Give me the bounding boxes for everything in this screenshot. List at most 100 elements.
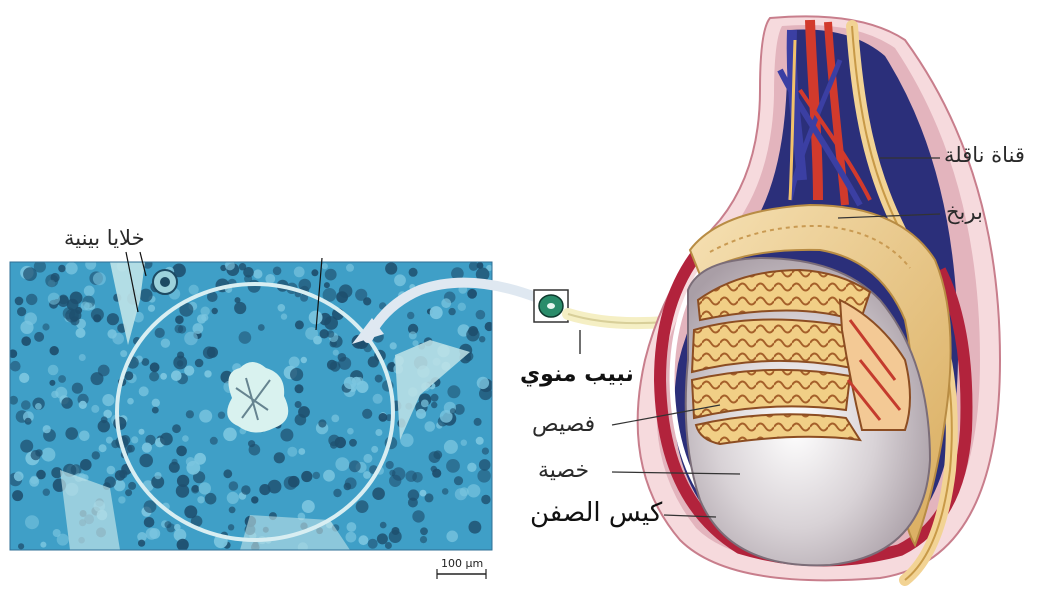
micrograph-cell-nucleus [324, 282, 330, 288]
micrograph-cell-nucleus [48, 365, 59, 376]
micrograph-cell-nucleus [199, 410, 212, 423]
micrograph-cell-nucleus [184, 332, 198, 346]
micrograph-cell-nucleus [346, 264, 354, 272]
micrograph-cell-nucleus [17, 307, 26, 316]
micrograph-cell-nucleus [58, 265, 65, 272]
micrograph-cell-nucleus [172, 424, 181, 433]
micrograph-cell-nucleus [115, 470, 126, 481]
micrograph-cell-nucleus [223, 469, 232, 478]
micrograph-cell-nucleus [76, 328, 86, 338]
micrograph-cell-nucleus [204, 370, 211, 377]
micrograph-cell-nucleus [199, 482, 211, 494]
micrograph-cell-nucleus [193, 323, 204, 334]
micrograph-cell-nucleus [59, 295, 69, 305]
micrograph-cell-nucleus [201, 314, 208, 321]
micrograph-cell-nucleus [322, 263, 328, 269]
micrograph-cell-nucleus [61, 397, 72, 408]
micrograph-cell-nucleus [249, 444, 261, 456]
label-epididymis: بربخ [946, 202, 983, 223]
micrograph-cell-nucleus [48, 293, 60, 305]
micrograph-cell-nucleus [386, 461, 394, 469]
micrograph-cell-nucleus [295, 384, 304, 393]
micrograph-cell-nucleus [139, 429, 145, 435]
micrograph-cell-nucleus [175, 315, 184, 324]
micrograph-cell-nucleus [111, 440, 119, 448]
micrograph-cell-nucleus [138, 540, 145, 547]
micrograph-cell-nucleus [26, 294, 37, 305]
micrograph-cell-nucleus [430, 306, 443, 319]
micrograph-cell-nucleus [207, 347, 218, 358]
micrograph-cell-nucleus [372, 487, 385, 500]
micrograph-cell-nucleus [442, 488, 449, 495]
micrograph-cell-nucleus [355, 289, 367, 301]
micrograph-cell-nucleus [349, 439, 357, 447]
micrograph-cell-nucleus [218, 412, 225, 419]
micrograph-cell-nucleus [339, 284, 353, 298]
micrograph-cell-nucleus [149, 372, 159, 382]
micrograph-cell-nucleus [212, 308, 218, 314]
micrograph-cell-nucleus [21, 400, 31, 410]
micrograph-cell-nucleus [444, 440, 458, 454]
micrograph-cell-nucleus [313, 472, 320, 479]
micrograph-cell-nucleus [258, 324, 265, 331]
micrograph-cell-nucleus [385, 262, 397, 274]
micrograph-cell-nucleus [380, 522, 387, 529]
micrograph-cell-nucleus [99, 444, 107, 452]
micrograph-cell-nucleus [189, 285, 199, 295]
micrograph-cell-nucleus [45, 274, 58, 287]
micrograph-cell-nucleus [466, 328, 479, 341]
micrograph-cell-nucleus [30, 476, 38, 484]
micrograph-cell-nucleus [72, 383, 83, 394]
micrograph-cell-nucleus [80, 459, 92, 471]
micrograph-cell-nucleus [139, 386, 149, 396]
micrograph-cell-nucleus [127, 398, 134, 405]
micrograph-cell-nucleus [377, 533, 388, 544]
micrograph-cell-nucleus [325, 269, 337, 281]
micrograph-cell-nucleus [446, 459, 460, 473]
label-lobule: فصيص [532, 414, 595, 436]
micrograph-cell-nucleus [128, 482, 136, 490]
label-scrotum: كيس الصفن [530, 500, 662, 526]
micrograph-cell-nucleus [327, 330, 335, 338]
micrograph-cell-nucleus [323, 470, 335, 482]
micrograph-cell-nucleus [259, 484, 270, 495]
micrograph-cell-nucleus [330, 361, 341, 372]
micrograph-cell-nucleus [98, 365, 110, 377]
micrograph-cell-nucleus [375, 375, 383, 383]
micrograph-cell-nucleus [469, 521, 482, 534]
micrograph-cell-nucleus [280, 429, 293, 442]
micrograph-cell-nucleus [144, 517, 155, 528]
micrograph-cell-nucleus [301, 471, 312, 482]
micrograph-cell-nucleus [191, 485, 199, 493]
micrograph-cell-nucleus [184, 366, 194, 376]
micrograph-cell-nucleus [25, 418, 32, 425]
micrograph-cell-nucleus [479, 459, 491, 471]
micrograph-cell-nucleus [12, 490, 23, 501]
micrograph-cell-nucleus [346, 532, 357, 543]
micrograph-cell-nucleus [474, 418, 482, 426]
micrograph-cell-nucleus [295, 320, 304, 329]
micrograph-cell-nucleus [294, 267, 305, 278]
micrograph-cell-nucleus [91, 405, 99, 413]
micrograph-cell-nucleus [31, 450, 41, 460]
micrograph-cell-nucleus [476, 310, 486, 320]
micrograph-cell-nucleus [241, 485, 250, 494]
testis-illustration [638, 16, 1000, 580]
micrograph-cell-nucleus [482, 448, 489, 455]
micrograph-cell-nucleus [197, 496, 204, 503]
micrograph-cell-nucleus [363, 454, 372, 463]
micrograph-cell-nucleus [176, 484, 189, 497]
micrograph-cell-nucleus [125, 489, 132, 496]
micrograph-cell-nucleus [35, 403, 42, 410]
micrograph-cell-nucleus [375, 429, 382, 436]
micrograph-cell-nucleus [295, 401, 302, 408]
micrograph-cell-nucleus [454, 476, 463, 485]
micrograph-cell-nucleus [409, 268, 418, 277]
micrograph-cell-nucleus [298, 406, 310, 418]
micrograph-cell-nucleus [24, 312, 37, 325]
micrograph-cell-nucleus [331, 415, 339, 423]
micrograph-cell-nucleus [477, 469, 490, 482]
micrograph-cell-nucleus [18, 543, 24, 549]
micrograph-cell-nucleus [420, 490, 427, 497]
micrograph-cell-nucleus [25, 515, 39, 529]
